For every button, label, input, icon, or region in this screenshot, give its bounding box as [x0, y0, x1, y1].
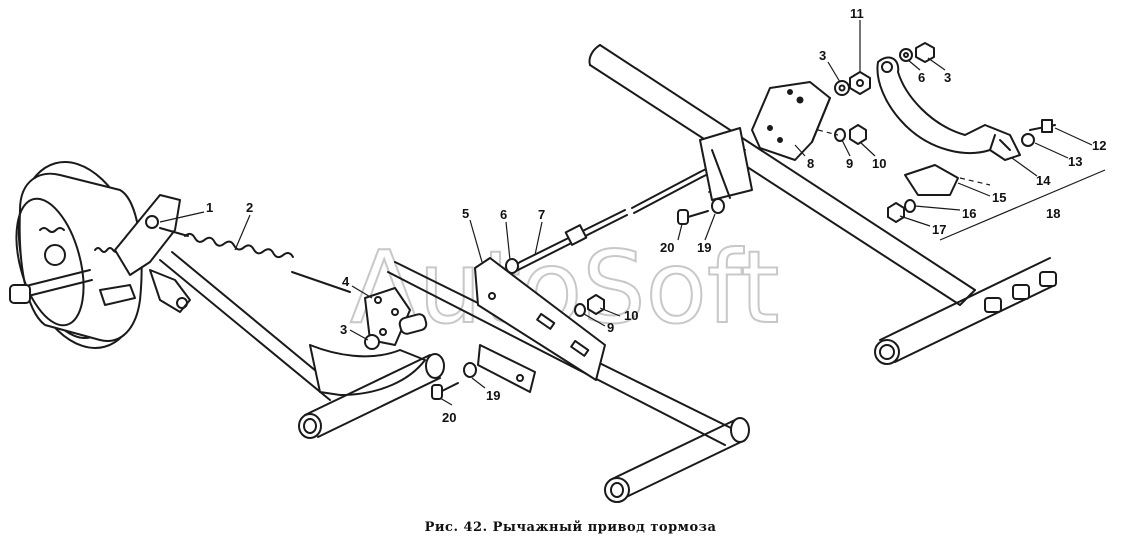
label-5: 5 — [462, 206, 469, 221]
frame-main-tube — [588, 44, 1057, 365]
label-13: 13 — [1068, 154, 1082, 169]
label-14: 14 — [1036, 173, 1051, 188]
plate-5 — [474, 257, 606, 381]
label-3-left: 3 — [340, 322, 347, 337]
label-19-upper: 19 — [697, 240, 711, 255]
label-3-top: 3 — [819, 48, 826, 63]
label-4: 4 — [342, 274, 350, 289]
hardware-top-right — [834, 42, 1056, 223]
pedal-pad-15 — [904, 164, 959, 196]
bracket-8 — [751, 81, 831, 161]
label-8: 8 — [807, 156, 814, 171]
label-1: 1 — [206, 200, 213, 215]
hardware-center — [364, 198, 725, 400]
label-2: 2 — [246, 200, 253, 215]
label-3-right: 3 — [944, 70, 951, 85]
left-lever-arm — [159, 251, 445, 439]
curved-lever-14 — [876, 56, 1021, 161]
label-6-center: 6 — [500, 207, 507, 222]
spring-2 — [159, 227, 351, 293]
label-11: 11 — [850, 6, 864, 21]
label-12: 12 — [1092, 138, 1106, 153]
label-20-lower: 20 — [442, 410, 456, 425]
label-9-top: 9 — [846, 156, 853, 171]
label-10-center: 10 — [624, 308, 638, 323]
label-16: 16 — [962, 206, 976, 221]
label-7: 7 — [538, 207, 545, 222]
label-10-top: 10 — [872, 156, 886, 171]
leader-lines — [159, 20, 1093, 406]
bracket-4 — [364, 287, 428, 346]
brake-drum — [9, 161, 191, 349]
label-19-lower: 19 — [486, 388, 500, 403]
label-9-center: 9 — [607, 320, 614, 335]
label-18: 18 — [1046, 206, 1060, 221]
label-17: 17 — [932, 222, 946, 237]
label-20-upper: 20 — [660, 240, 674, 255]
figure-caption: Рис. 42. Рычажный привод тормоза — [424, 520, 717, 535]
part-number-labels: 1 2 4 3 5 6 7 20 19 10 9 20 19 11 3 6 3 … — [206, 6, 1106, 425]
label-15: 15 — [992, 190, 1006, 205]
label-6-top: 6 — [918, 70, 925, 85]
slotted-bracket — [699, 127, 753, 201]
